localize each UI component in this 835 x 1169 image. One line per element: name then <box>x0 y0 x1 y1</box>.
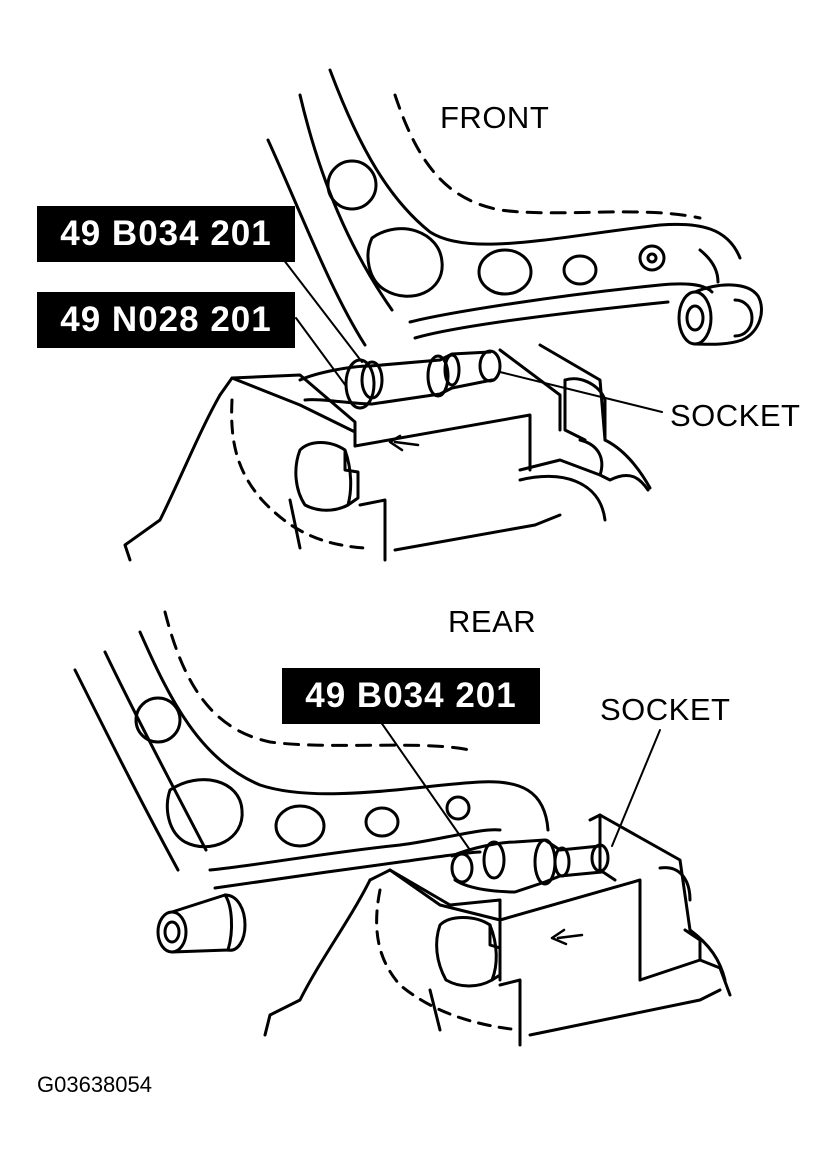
front-tool-label-b034: 49 B034 201 <box>37 206 295 262</box>
front-view <box>123 68 763 562</box>
rear-heading: REAR <box>448 604 537 639</box>
rear-view <box>73 610 732 1047</box>
rear-tool-label-b034: 49 B034 201 <box>282 668 540 724</box>
front-heading: FRONT <box>440 100 550 135</box>
figure-code: G03638054 <box>37 1072 152 1097</box>
front-tool-label-n028: 49 N028 201 <box>37 292 295 348</box>
rear-socket-label: SOCKET <box>600 692 731 727</box>
front-socket-label: SOCKET <box>670 398 801 433</box>
